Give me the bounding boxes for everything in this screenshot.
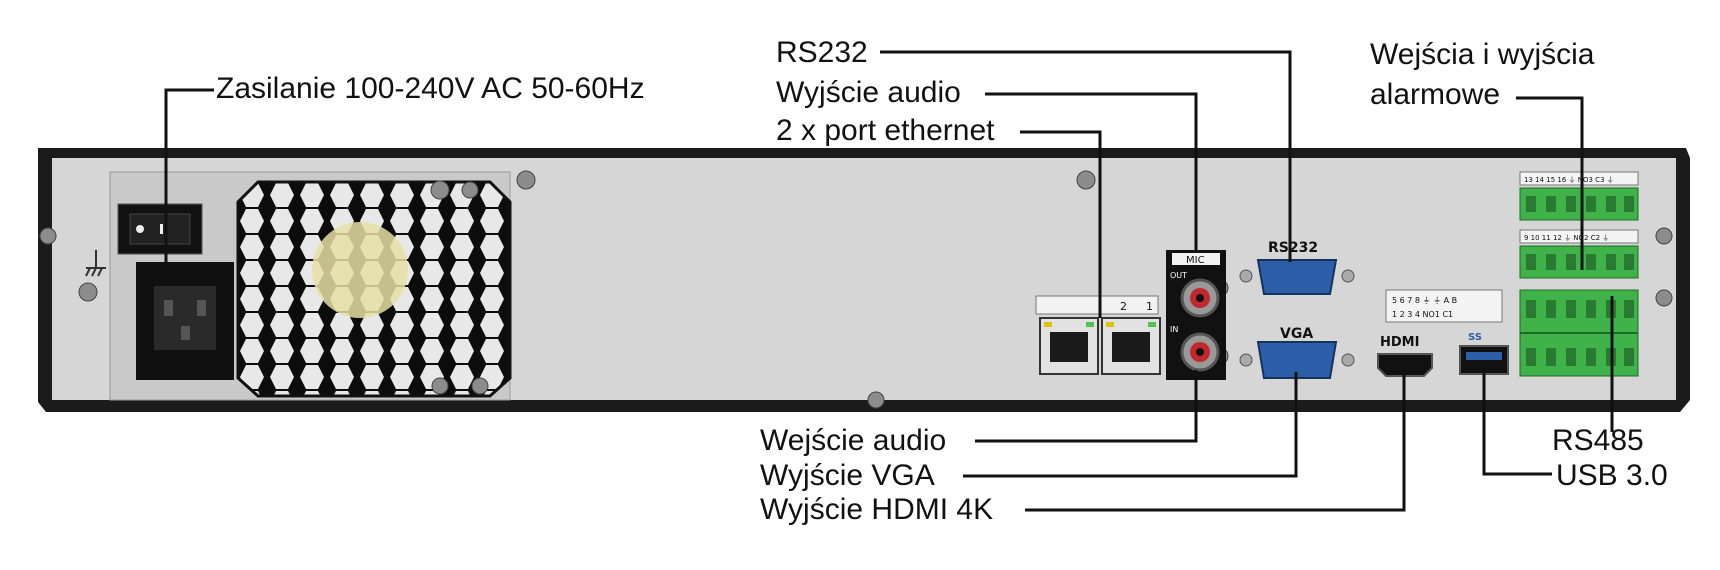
leader-usb <box>1482 372 1552 476</box>
leader-rs232 <box>880 50 1292 262</box>
leader-lines <box>164 50 1614 512</box>
alarm-terminal-row1 <box>1519 187 1639 221</box>
screw-icon <box>39 170 1673 409</box>
hdmi-port <box>1377 353 1433 377</box>
vga-panel-label: VGA <box>1280 326 1313 342</box>
io-label-strip <box>1385 289 1503 323</box>
label-rs485: RS485 <box>1552 424 1644 457</box>
alarm-row2-label: 9 10 11 12 ⏚ NO2 C2 ⏚ <box>1524 234 1609 242</box>
label-audio-out: Wyjście audio <box>776 76 961 109</box>
label-ethernet: 2 x port ethernet <box>776 114 995 147</box>
leader-vga <box>963 372 1298 478</box>
alarm-terminal-row2 <box>1519 245 1639 279</box>
label-vga: Wyjście VGA <box>760 459 935 492</box>
label-alarm-line2: alarmowe <box>1370 78 1501 111</box>
label-audio-in: Wejście audio <box>760 424 947 457</box>
alarm-row1-label: 13 14 15 16 ⏚ NO3 C3 ⏚ <box>1524 176 1614 184</box>
leader-alarm <box>1516 96 1584 270</box>
ethernet-port-2 <box>1039 317 1099 375</box>
hdmi-panel-label: HDMI <box>1380 335 1419 350</box>
label-rs232: RS232 <box>776 36 868 69</box>
out-label: OUT <box>1170 271 1187 280</box>
mic-label: MIC <box>1186 255 1205 266</box>
label-usb: USB 3.0 <box>1556 459 1668 492</box>
rs232-panel-label: RS232 <box>1268 240 1318 256</box>
leader-power <box>164 88 214 262</box>
leader-audio-out <box>985 92 1198 250</box>
leader-audio-in <box>975 370 1198 443</box>
io-label-bottom: 1 2 3 4 NO1 C1 <box>1392 310 1453 319</box>
leader-hdmi <box>1025 374 1406 512</box>
vga-port <box>1239 341 1355 379</box>
fan-label-sticker <box>312 222 408 318</box>
ethernet-port-1 <box>1101 317 1161 375</box>
leader-ethernet <box>1020 130 1102 318</box>
lan-label-strip <box>1035 295 1159 315</box>
rs232-port <box>1239 259 1355 295</box>
label-hdmi: Wyjście HDMI 4K <box>760 493 994 526</box>
label-alarm-line1: Wejścia i wyjścia <box>1370 38 1595 71</box>
lan1-number: 1 <box>1146 300 1153 313</box>
usb-logo-label: SS <box>1468 332 1482 343</box>
ground-icon <box>85 250 106 277</box>
label-power: Zasilanie 100-240V AC 50-60Hz <box>216 72 645 105</box>
io-label-top: 5 6 7 8 ⏚ ⏚ A B <box>1392 296 1457 305</box>
in-label: IN <box>1170 325 1178 334</box>
lan2-number: 2 <box>1120 300 1127 313</box>
